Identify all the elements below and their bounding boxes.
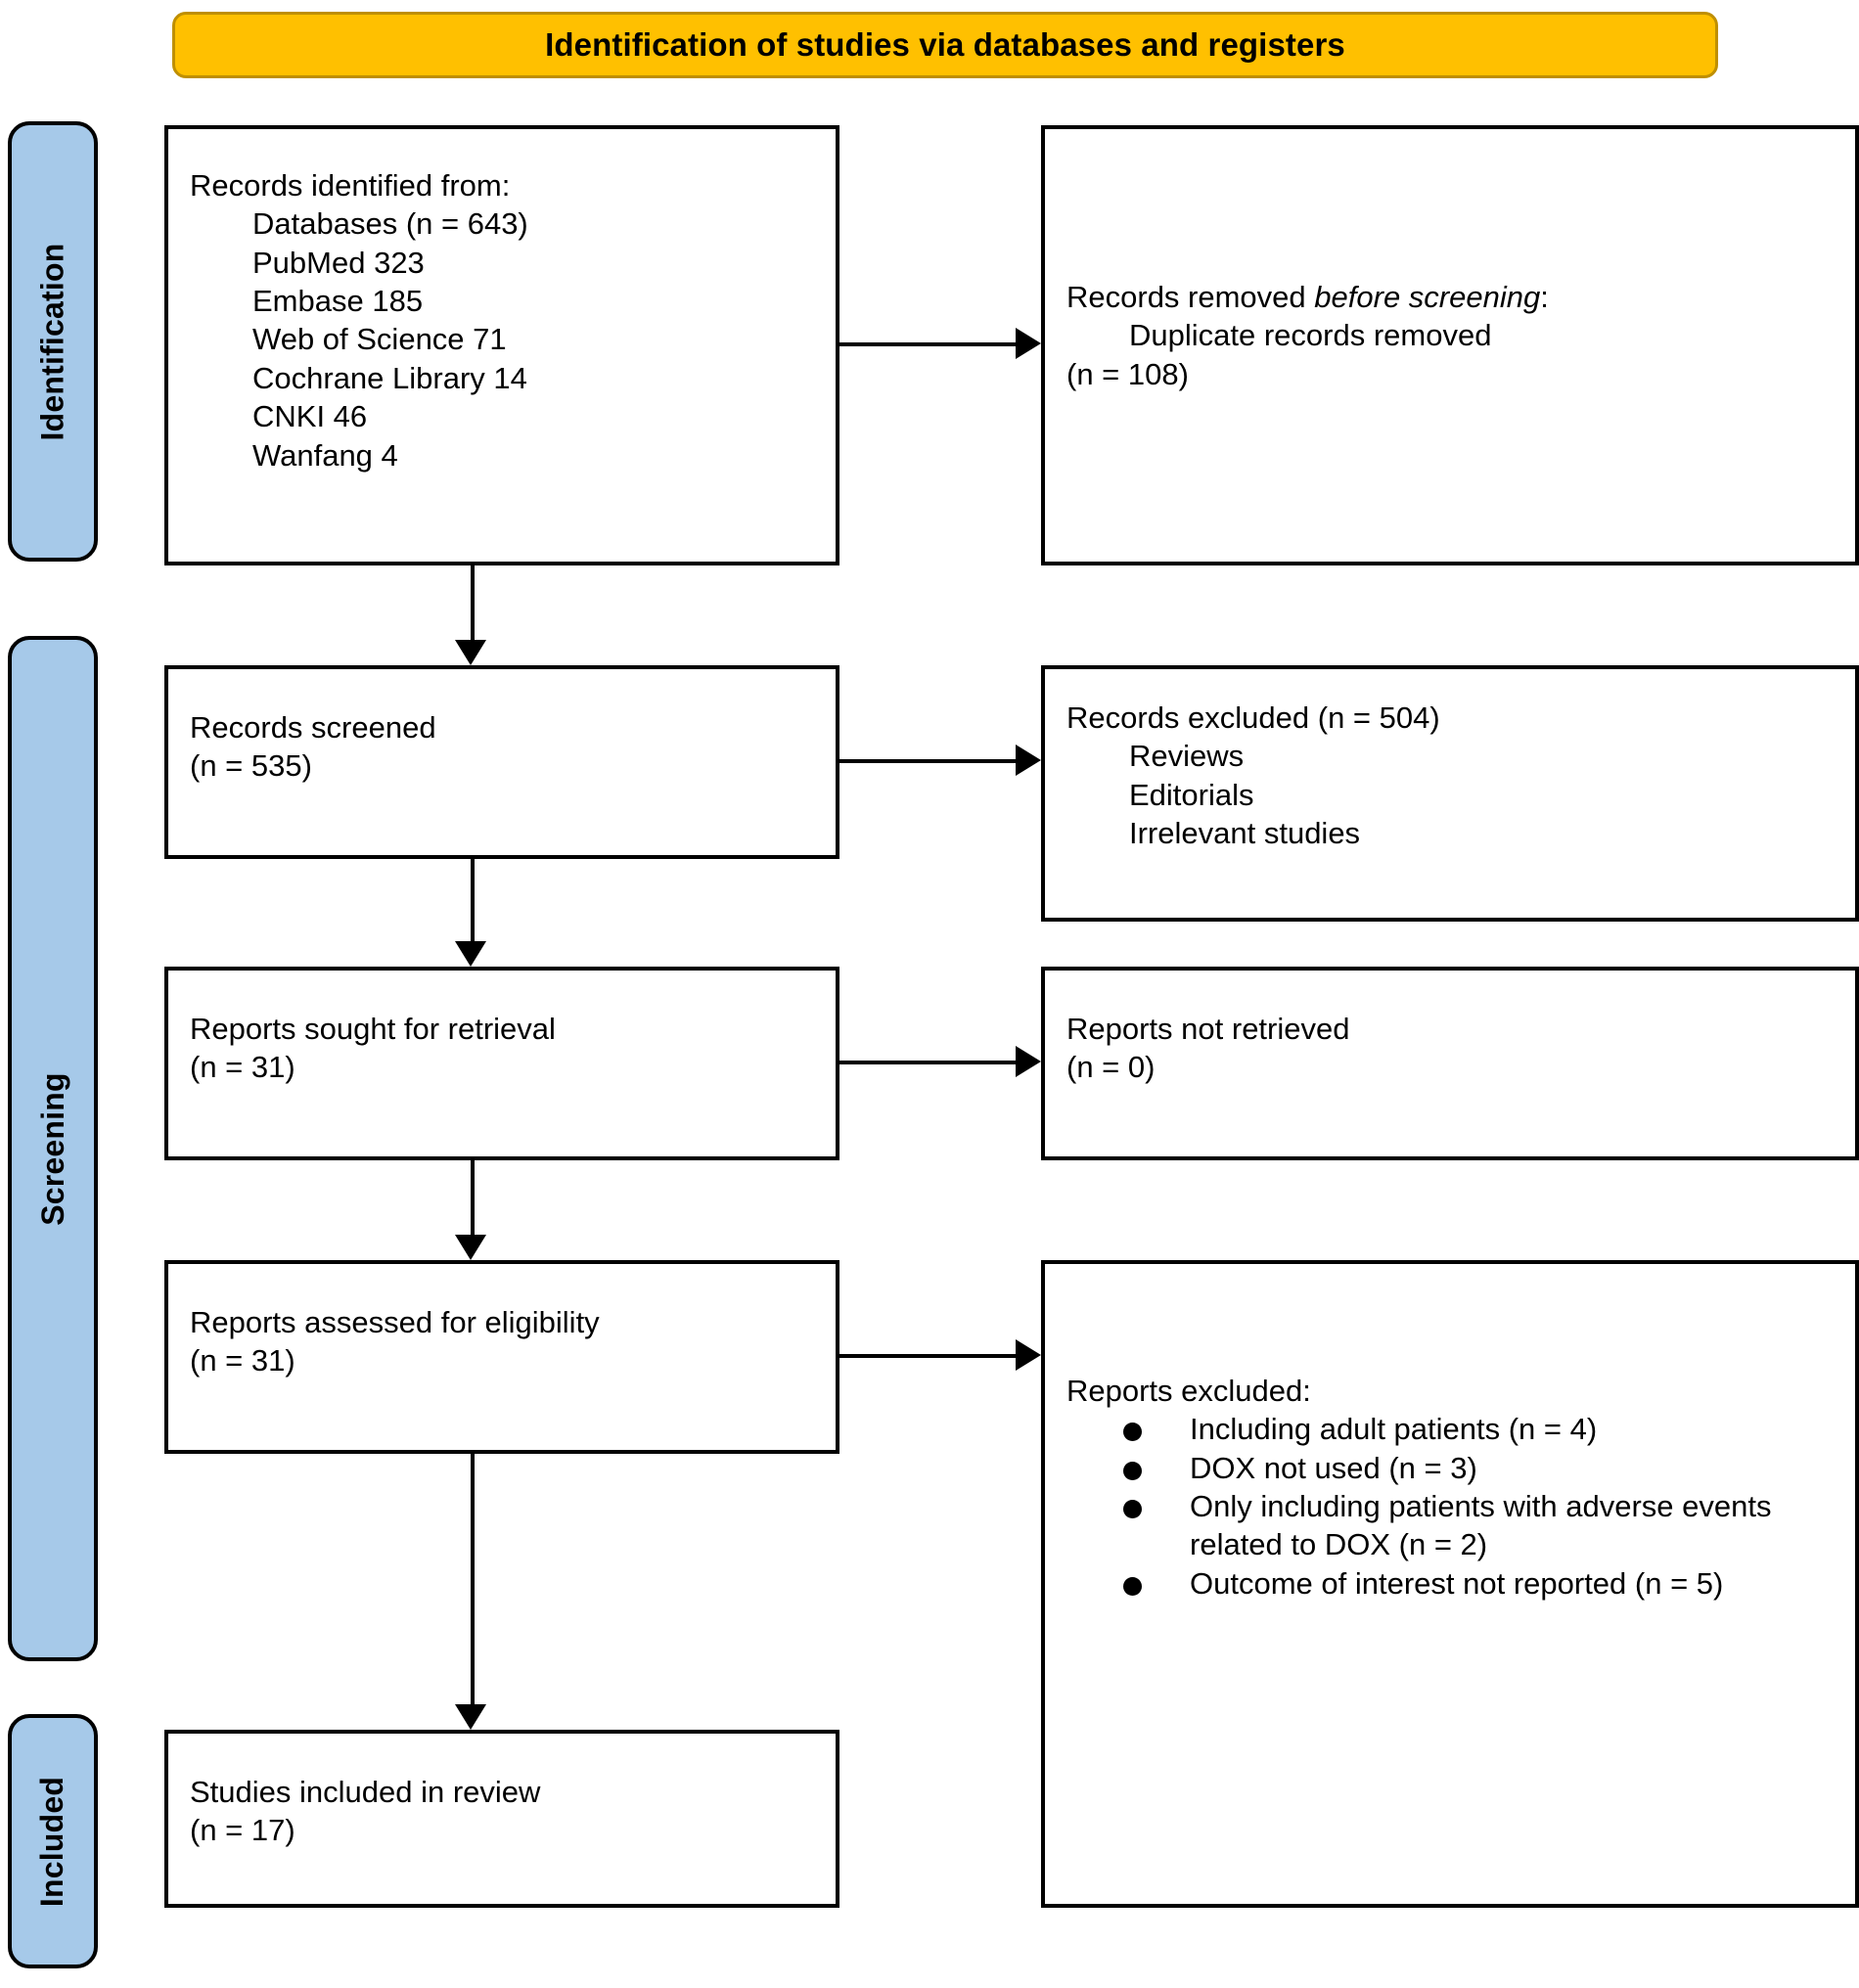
records-identified-item: CNKI 46 — [252, 399, 368, 434]
records-screened-label: Records screened — [190, 710, 436, 745]
box-records-screened: Records screened (n = 535) — [164, 665, 839, 859]
records-excluded-title: Records excluded (n = 504) — [1066, 700, 1440, 735]
connector-identified-to-removed — [839, 342, 1016, 346]
records-identified-item: Databases (n = 643) — [252, 206, 528, 242]
records-identified-item: Cochrane Library 14 — [252, 360, 527, 395]
box-reports-excluded: Reports excluded: Including adult patien… — [1041, 1260, 1859, 1908]
connector-identified-to-screened — [471, 565, 475, 640]
records-identified-item: Embase 185 — [252, 284, 424, 319]
records-removed-title: Records removed before screening: — [1066, 278, 1834, 316]
reports-excluded-list-item: Outcome of interest not reported (n = 5) — [1066, 1564, 1834, 1603]
records-removed-title-post: : — [1540, 280, 1549, 314]
arrow-down-icon — [455, 640, 486, 665]
studies-included-label: Studies included in review — [190, 1775, 541, 1809]
box-records-removed-before-screening: Records removed before screening: Duplic… — [1041, 125, 1859, 565]
reports-excluded-item-text: Outcome of interest not reported (n = 5) — [1190, 1565, 1724, 1601]
arrow-right-icon — [1016, 328, 1041, 359]
reports-excluded-title: Reports excluded: — [1066, 1374, 1311, 1408]
records-screened-count: (n = 535) — [190, 748, 312, 784]
stage-label-screening: Screening — [8, 636, 98, 1661]
diagram-header-banner: Identification of studies via databases … — [172, 12, 1718, 78]
box-reports-not-retrieved: Reports not retrieved (n = 0) — [1041, 967, 1859, 1160]
reports-excluded-list: Including adult patients (n = 4) DOX not… — [1066, 1410, 1834, 1603]
stage-label-identification-text: Identification — [34, 243, 70, 440]
records-excluded-item: Reviews — [1129, 739, 1245, 774]
studies-included-count: (n = 17) — [190, 1813, 295, 1848]
connector-sought-to-not-retrieved — [839, 1061, 1016, 1064]
reports-excluded-list-item: Only including patients with adverse eve… — [1066, 1487, 1834, 1564]
box-records-identified: Records identified from: Databases (n = … — [164, 125, 839, 565]
reports-not-retrieved-count: (n = 0) — [1066, 1050, 1156, 1085]
bullet-icon — [1123, 1576, 1142, 1596]
arrow-down-icon — [455, 941, 486, 967]
connector-sought-to-assessed — [471, 1160, 475, 1235]
records-identified-item: Web of Science 71 — [252, 322, 507, 357]
reports-excluded-list-item: DOX not used (n = 3) — [1066, 1449, 1834, 1487]
reports-not-retrieved-label: Reports not retrieved — [1066, 1012, 1350, 1046]
records-excluded-item: Editorials — [1129, 777, 1254, 812]
arrow-down-icon — [455, 1235, 486, 1260]
stage-label-included-text: Included — [34, 1776, 70, 1907]
box-reports-sought-for-retrieval: Reports sought for retrieval (n = 31) — [164, 967, 839, 1160]
reports-sought-label: Reports sought for retrieval — [190, 1012, 556, 1046]
records-removed-title-pre: Records removed — [1066, 280, 1315, 314]
box-records-excluded: Records excluded (n = 504) Reviews Edito… — [1041, 665, 1859, 922]
reports-assessed-count: (n = 31) — [190, 1343, 295, 1378]
box-reports-assessed-for-eligibility: Reports assessed for eligibility (n = 31… — [164, 1260, 839, 1454]
reports-excluded-item-text: Only including patients with adverse eve… — [1190, 1489, 1772, 1562]
records-excluded-item: Irrelevant studies — [1129, 816, 1361, 851]
arrow-down-icon — [455, 1704, 486, 1730]
bullet-icon — [1123, 1423, 1142, 1442]
diagram-title: Identification of studies via databases … — [545, 26, 1345, 63]
records-identified-item: Wanfang 4 — [252, 437, 398, 473]
duplicate-records-removed-count: (n = 108) — [1066, 356, 1189, 391]
connector-screened-to-excluded — [839, 759, 1016, 763]
reports-excluded-list-item: Including adult patients (n = 4) — [1066, 1410, 1834, 1448]
bullet-icon — [1123, 1500, 1142, 1519]
connector-screened-to-sought — [471, 859, 475, 941]
stage-label-identification: Identification — [8, 121, 98, 562]
duplicate-records-removed-label: Duplicate records removed — [1129, 318, 1492, 353]
box-studies-included-in-review: Studies included in review (n = 17) — [164, 1730, 839, 1908]
reports-excluded-item-text: DOX not used (n = 3) — [1190, 1450, 1477, 1485]
reports-assessed-label: Reports assessed for eligibility — [190, 1305, 600, 1339]
bullet-icon — [1123, 1461, 1142, 1480]
arrow-right-icon — [1016, 1339, 1041, 1371]
arrow-right-icon — [1016, 1046, 1041, 1077]
connector-assessed-to-reports-excluded — [839, 1354, 1016, 1358]
arrow-right-icon — [1016, 745, 1041, 776]
reports-excluded-item-text: Including adult patients (n = 4) — [1190, 1412, 1598, 1447]
stage-label-screening-text: Screening — [34, 1071, 70, 1226]
records-removed-title-emphasis: before screening — [1314, 280, 1541, 314]
stage-label-included: Included — [8, 1714, 98, 1968]
reports-sought-count: (n = 31) — [190, 1050, 295, 1085]
records-identified-title: Records identified from: — [190, 168, 511, 203]
connector-assessed-to-included — [471, 1454, 475, 1704]
records-identified-item: PubMed 323 — [252, 245, 425, 280]
